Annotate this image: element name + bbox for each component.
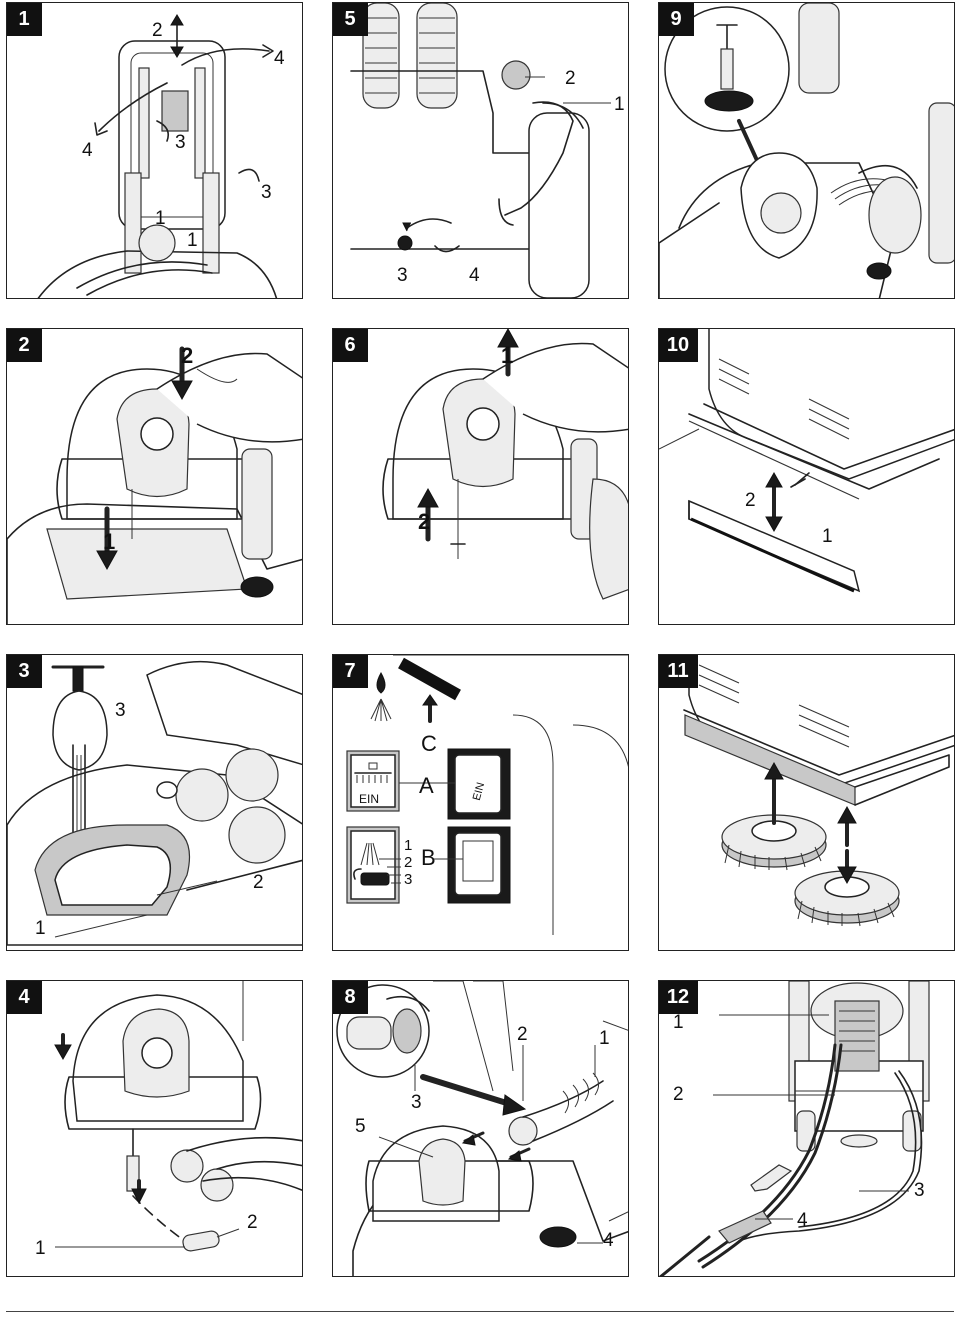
callout-label: 2 <box>253 872 264 893</box>
callout-label: 4 <box>274 48 285 69</box>
step-panel-6: 6 1 2 <box>332 328 629 625</box>
step-number-badge: 4 <box>7 981 42 1014</box>
step-panel-3: 3 3 2 1 <box>6 654 303 951</box>
step-panel-4: 4 2 1 <box>6 980 303 1277</box>
illustration-fill-fresh-water <box>7 660 302 946</box>
step-number-badge: 8 <box>333 981 368 1014</box>
callout-label: 4 <box>797 1210 808 1231</box>
callout-label: 1 <box>673 1012 684 1033</box>
step-number-badge: 9 <box>659 3 694 36</box>
callout-label: 1 <box>103 529 116 554</box>
step-panel-7: EIN EIN 7 C A B 1 2 3 <box>332 654 629 951</box>
step-number: 3 <box>18 659 30 682</box>
switch-ein-label-rocker: EIN <box>471 781 487 802</box>
callout-label: 2 <box>152 20 163 41</box>
step-number-badge: 3 <box>7 655 42 688</box>
illustration-remove-tank-cover <box>7 346 302 624</box>
footer-divider <box>6 1311 954 1312</box>
illustration-lift-tank-cover <box>382 329 628 600</box>
step-number-badge: 7 <box>333 655 368 688</box>
step-number: 5 <box>344 7 356 30</box>
illustration-connect-hoses <box>336 981 628 1276</box>
step-number: 12 <box>666 985 690 1008</box>
illustration-brush-replace <box>683 655 954 927</box>
callout-label: 2 <box>404 854 413 871</box>
callout-label: 5 <box>355 1116 366 1137</box>
callout-label: 2 <box>517 1024 528 1045</box>
step-number: 10 <box>666 333 690 356</box>
callout-label: A <box>419 773 434 798</box>
switch-ein-label-symbol: EIN <box>359 792 379 806</box>
step-number-badge: 5 <box>333 3 368 36</box>
callout-label: 1 <box>501 343 514 368</box>
callout-label: 1 <box>599 1028 610 1049</box>
illustration-squeegee-remove <box>659 329 954 593</box>
callout-label: 4 <box>82 140 93 161</box>
illustration-fill-tank-detail <box>659 3 954 298</box>
step-panel-10: 10 2 1 <box>658 328 955 625</box>
callout-label: 3 <box>411 1092 422 1113</box>
step-number: 4 <box>18 985 30 1008</box>
step-number: 8 <box>344 985 356 1008</box>
callout-label: 3 <box>404 871 413 888</box>
step-number: 9 <box>670 7 682 30</box>
step-number-badge: 6 <box>333 329 368 362</box>
step-panel-11: 11 <box>658 654 955 951</box>
step-number-badge: 1 <box>7 3 42 36</box>
callout-label: 2 <box>181 343 194 368</box>
step-panel-2: 2 2 1 <box>6 328 303 625</box>
callout-label: 3 <box>914 1180 925 1201</box>
illustration-hose-detach <box>350 3 611 298</box>
callout-label: 1 <box>404 837 413 854</box>
step-panel-5: 5 2 1 3 4 <box>332 2 629 299</box>
step-panel-1: 1 2 4 4 3 3 1 1 <box>6 2 303 299</box>
callout-label: C <box>421 731 437 756</box>
step-number-badge: 2 <box>7 329 42 362</box>
illustration-hand-tool-connect <box>659 981 930 1276</box>
callout-label: 1 <box>35 918 46 939</box>
step-panel-12: 12 1 2 3 4 <box>658 980 955 1277</box>
illustration-control-panel: EIN EIN <box>346 655 628 935</box>
step-number: 1 <box>18 7 30 30</box>
step-number: 2 <box>18 333 30 356</box>
callout-label: 3 <box>261 182 272 203</box>
callout-label: 1 <box>187 230 198 251</box>
callout-label: 2 <box>565 68 576 89</box>
callout-label: 2 <box>247 1212 258 1233</box>
callout-label: 1 <box>35 1238 46 1259</box>
callout-label: 1 <box>614 94 625 115</box>
step-number: 7 <box>344 659 356 682</box>
step-panel-9: 9 <box>658 2 955 299</box>
callout-label: 3 <box>397 265 408 286</box>
callout-label: 1 <box>155 208 166 229</box>
step-number: 11 <box>667 659 689 682</box>
step-panel-8: 8 2 1 3 5 4 <box>332 980 629 1277</box>
callout-label: 3 <box>175 132 186 153</box>
step-number: 6 <box>344 333 356 356</box>
step-number-badge: 12 <box>659 981 698 1014</box>
illustration-drain-hose <box>54 981 302 1252</box>
callout-label: 3 <box>115 700 126 721</box>
step-number-badge: 10 <box>659 329 698 362</box>
step-number-badge: 11 <box>659 655 698 688</box>
callout-label: 1 <box>822 526 833 547</box>
callout-label: 2 <box>745 490 756 511</box>
callout-label: B <box>421 845 436 870</box>
callout-label: 4 <box>603 1230 614 1251</box>
illustration-handle-fold <box>37 14 278 298</box>
callout-label: 4 <box>469 265 480 286</box>
callout-label: 2 <box>418 509 431 534</box>
callout-label: 2 <box>673 1084 684 1105</box>
